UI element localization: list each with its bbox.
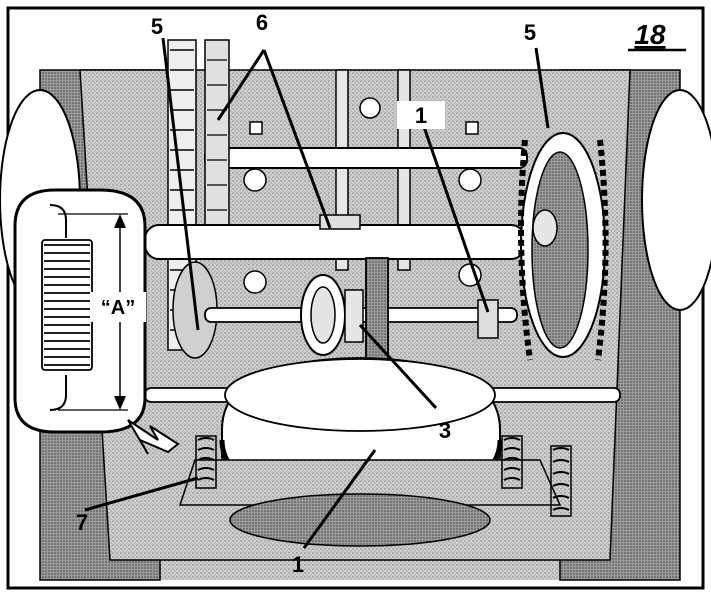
spring-inset: [13, 188, 147, 434]
upper-shaft: [204, 147, 528, 169]
callout-pulley-upper: 1: [415, 103, 427, 128]
callout-sprocket-right: 5: [524, 20, 536, 45]
springs: [195, 435, 572, 517]
inset-pointer-arrow: [127, 419, 180, 455]
figure-number: 18: [634, 19, 666, 50]
right-sprocket: [518, 132, 609, 361]
callout-sprocket-left: 5: [151, 14, 163, 39]
callout-belt: 3: [439, 418, 451, 443]
leader-lines: [84, 37, 550, 549]
dimension-a-label: “A”: [101, 297, 135, 319]
callout-pulley-lower: 1: [292, 552, 304, 577]
lower-pulley: [178, 356, 562, 547]
upper-pulley: [300, 274, 499, 356]
callout-chains: 6: [256, 10, 268, 35]
callout-spring: 7: [76, 510, 88, 535]
callout-box-pulley-upper: [397, 101, 445, 129]
frame-holes: [243, 97, 482, 294]
